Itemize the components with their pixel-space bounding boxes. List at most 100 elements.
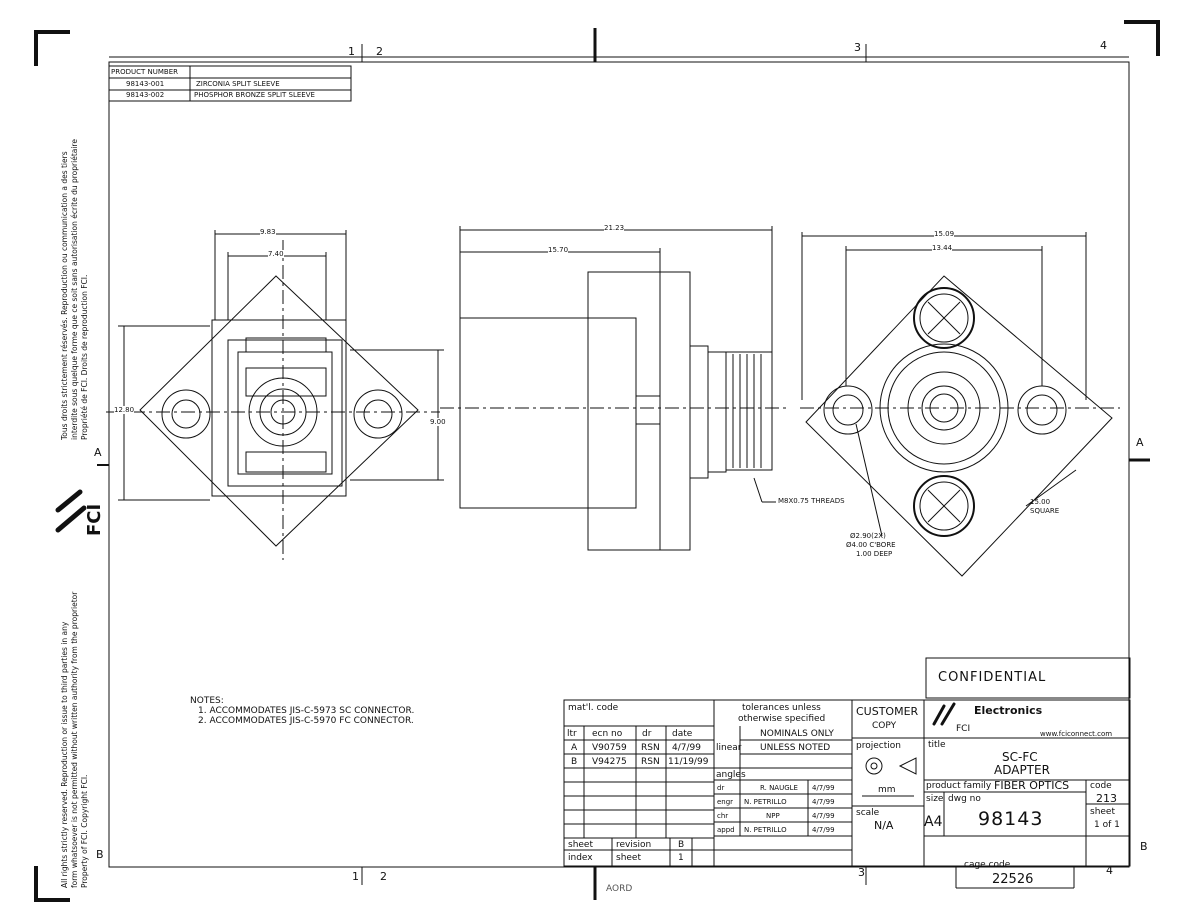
confidential-box [925,657,1131,699]
zone-right-a: A [1136,436,1144,449]
hole-callout-1: Ø2.90(2X) [850,532,886,540]
approval-chr-date: 4/7/99 [812,812,835,820]
scale-label: scale [856,808,880,818]
zone-bottom-2: 2 [380,870,387,883]
dim-side-total: 21.23 [604,224,625,232]
corner-marks [34,20,1160,902]
notes-title: NOTES: [190,696,224,706]
hole-callout-2: Ø4.00 C'BORE [846,541,896,549]
approval-engr-name: N. PETRILLO [744,798,787,806]
bottom-stamp: AORD [606,884,633,894]
zone-bottom-4: 4 [1106,864,1113,877]
family-label: product family [926,781,992,791]
revision-value: B [678,840,685,850]
cage-code-label: cage code [964,860,1011,870]
approval-appd-name: N. PETRILLO [744,826,787,834]
rights-en-line-2: form whatsoever is not permitted without… [70,591,79,888]
rights-en-line-1: All rights strictly reserved. Reproducti… [60,621,69,888]
company-name: Electronics [974,704,1043,717]
side-view-geometry [440,226,790,551]
rights-fr-line-1: Tous droits strictement réservés. Reprod… [60,151,69,440]
rev-a-date: 4/7/99 [672,743,701,753]
sheet-count-value: 1 of 1 [1094,820,1120,830]
rev-col-ltr: ltr [567,729,577,739]
sheet-count-label: sheet [1090,807,1115,817]
dim-square-value: 15.00 [1030,498,1051,506]
scale-value: N/A [874,819,894,832]
zone-right-b: B [1140,840,1148,853]
dwg-no-label: dwg no [948,794,981,804]
rights-fr-line-2: interdite sous quelque forme que ce soit… [70,139,79,440]
tolerances-line-2: otherwise specified [738,714,826,724]
projection-label: projection [856,741,901,751]
code-label: code [1090,781,1112,791]
rev-a-dr: RSN [641,743,660,753]
code-value: 213 [1096,792,1117,805]
zone-left-a: A [94,446,102,459]
zone-bottom-1: 1 [352,870,359,883]
approval-appd-date: 4/7/99 [812,826,835,834]
fci-logo-mark [55,489,956,726]
dim-thread: M8X0.75 THREADS [778,497,845,505]
note-1: 1. ACCOMMODATES JIS-C-5973 SC CONNECTOR. [198,706,415,716]
rights-en-line-3: Property of FCI. Copyright FCI. [80,774,89,888]
product-number-1: 98143-001 [126,80,165,88]
zone-top-2: 2 [376,45,383,58]
size-label: size [926,794,944,804]
sheet-label: sheet [568,840,593,850]
title-block-lines [563,699,1131,889]
approval-chr-name: NPP [766,812,780,820]
rev-col-date: date [672,729,693,739]
dim-rear-inner: 13.44 [932,244,953,252]
customer-copy-label: COPY [872,721,897,731]
index-sheet-value: 1 [678,853,684,863]
customer-label: CUSTOMER [856,705,919,718]
hole-callout-3: 1.00 DEEP [856,550,893,558]
dim-side-body: 15.70 [548,246,569,254]
zone-left-b: B [96,848,104,861]
tolerances-line-1: tolerances unless [742,703,821,713]
dim-front-outer: 9.83 [260,228,276,236]
zone-top-1: 1 [348,45,355,58]
title-line-2: ADAPTER [994,763,1050,777]
rear-view-geometry [800,232,1120,577]
product-table-lines [108,65,352,102]
tolerances-nominals: NOMINALS ONLY [760,729,834,739]
revision-label: revision [616,840,652,850]
family-value: FIBER OPTICS [994,779,1070,792]
rights-text-french: Tous droits strictement réservés. Reprod… [60,139,90,440]
rev-b-dr: RSN [641,757,660,767]
matl-code-label: mat'l. code [568,703,619,713]
company-website: www.fciconnect.com [1040,730,1113,738]
fci-logo-text: FCI [84,503,105,536]
rev-a-ecn: V90759 [592,743,627,753]
approval-chr-role: chr [717,812,729,820]
product-number-2: 98143-002 [126,91,165,99]
rights-fr-line-3: Propriété de FCI. Droits de reproduction… [80,274,89,440]
rev-b-ltr: B [571,757,578,767]
tolerances-linear-value: UNLESS NOTED [760,743,831,753]
approval-dr-date: 4/7/99 [812,784,835,792]
cage-code-value: 22526 [992,872,1034,887]
product-table-header: PRODUCT NUMBER [111,68,178,76]
units-label: mm [878,785,896,795]
zone-top-3: 3 [854,41,861,54]
tolerances-angles-label: angles [716,770,746,780]
company-brand: FCI [956,724,971,734]
index-sheet-label: sheet [616,853,641,863]
product-desc-2: PHOSPHOR BRONZE SPLIT SLEEVE [194,91,315,99]
front-view-geometry [106,230,444,560]
note-2: 2. ACCOMMODATES JIS-C-5970 FC CONNECTOR. [198,716,414,726]
rev-b-ecn: V94275 [592,757,627,767]
dim-front-inner: 7.40 [268,250,284,258]
title-label: title [928,740,946,750]
zone-top-4: 4 [1100,39,1107,52]
approval-engr-date: 4/7/99 [812,798,835,806]
approval-dr-name: R. NAUGLE [760,784,798,792]
dwg-no-value: 98143 [978,808,1044,830]
dim-front-height: 12.80 [114,406,135,414]
zone-bottom-3: 3 [858,866,865,879]
confidential-label: CONFIDENTIAL [938,670,1047,685]
approval-appd-role: appd [717,826,735,834]
